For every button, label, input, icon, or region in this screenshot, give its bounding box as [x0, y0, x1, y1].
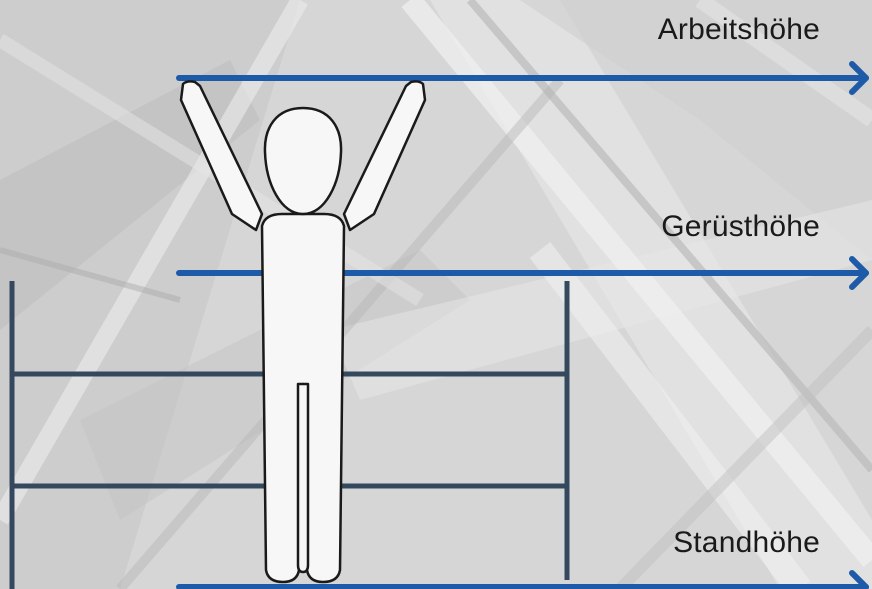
working-height-label: Arbeitshöhe [658, 15, 820, 45]
leg-gap [298, 384, 308, 572]
standing-height-label: Standhöhe [673, 528, 820, 558]
scaffold-height-label: Gerüsthöhe [661, 212, 820, 242]
